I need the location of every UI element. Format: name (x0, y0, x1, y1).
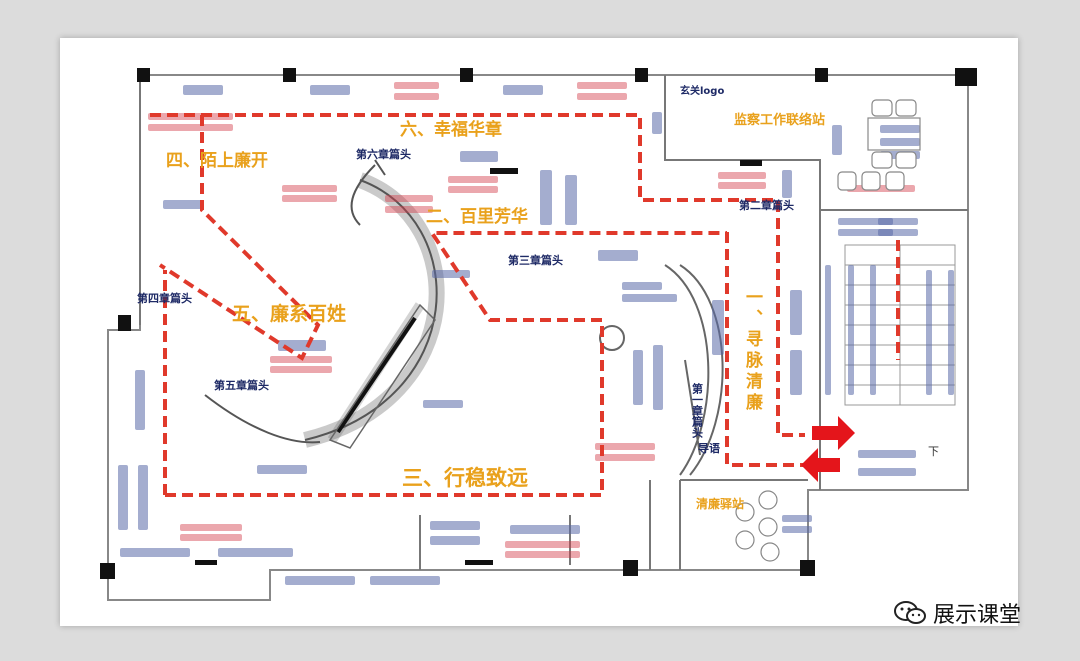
central-hall (204, 159, 445, 449)
zone-titles: 六、幸福华章 四、陌上廉开 二、百里芳华 五、廉系百姓 三、行稳致远 一、寻脉清… (166, 119, 764, 490)
zone-6-title: 六、幸福华章 (400, 119, 502, 140)
chapter-headers: 第六章篇头 第二章篇头 第三章篇头 第四章篇头 第五章篇头 第一章篇头 导语 玄… (137, 84, 939, 458)
supervision-room-title: 监察工作联络站 (734, 112, 825, 128)
guide-wall (599, 264, 724, 476)
chapter-5-header: 第五章篇头 (214, 378, 269, 392)
arrow-right (812, 416, 855, 450)
route-arrows (801, 416, 855, 482)
route-paths (150, 113, 900, 497)
zone-5-title: 五、廉系百姓 (232, 302, 346, 325)
watermark: 展示课堂 (893, 597, 1021, 629)
wechat-icon (894, 601, 926, 624)
room-titles: 监察工作联络站 清廉驿站 (696, 112, 825, 511)
zone-4-title: 四、陌上廉开 (166, 150, 268, 171)
watermark-text: 展示课堂 (933, 603, 1022, 628)
furniture (735, 99, 921, 562)
chapter-2-header: 第二章篇头 (739, 198, 794, 212)
chapter-1-header: 第一章篇头 (691, 382, 705, 439)
qinglian-station-title: 清廉驿站 (696, 496, 744, 511)
chapter-6-header: 第六章篇头 (356, 147, 411, 161)
chapter-4-header: 第四章篇头 (137, 291, 192, 305)
chapter-3-header: 第三章篇头 (508, 253, 563, 267)
zone-2-title: 二、百里芳华 (426, 206, 528, 227)
zone-3-title: 三、行稳致远 (402, 466, 528, 490)
entrance-logo-label: 玄关logo (680, 84, 724, 97)
pillars (100, 68, 977, 579)
zone-1-title: 一、寻脉清廉 (742, 288, 764, 414)
stairs-down-label: 下 (928, 445, 939, 458)
guide-label: 导语 (698, 441, 720, 455)
arrow-left (801, 448, 840, 482)
walls (107, 74, 969, 601)
